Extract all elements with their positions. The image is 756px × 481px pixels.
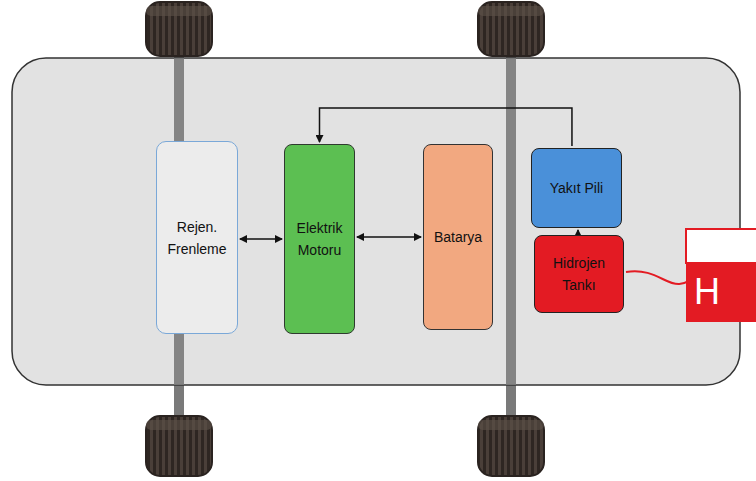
sign-panel [686, 229, 756, 263]
battery-box: Batarya [423, 144, 493, 330]
connector [577, 230, 579, 233]
node-label: H [694, 271, 720, 313]
rear-axle [506, 40, 516, 435]
process-box: Rejen. Frenleme [156, 141, 238, 334]
motor-box: Elektrik Motoru [284, 144, 355, 334]
connector [320, 108, 572, 146]
vehicle-body [12, 58, 740, 385]
node-label: Yakıt Pili [550, 177, 603, 199]
node-label: Batarya [434, 226, 482, 248]
connector [240, 238, 282, 240]
tank-box: Hidrojen Tankı [534, 235, 624, 313]
fuel-cell-box: Yakıt Pili [531, 148, 622, 228]
node-label: Elektrik Motoru [289, 217, 350, 261]
node-label: Rejen. Frenleme [161, 216, 233, 260]
hydrogen-sign: H [686, 262, 756, 322]
connector [357, 236, 421, 238]
node-label: Hidrojen Tankı [539, 252, 619, 296]
